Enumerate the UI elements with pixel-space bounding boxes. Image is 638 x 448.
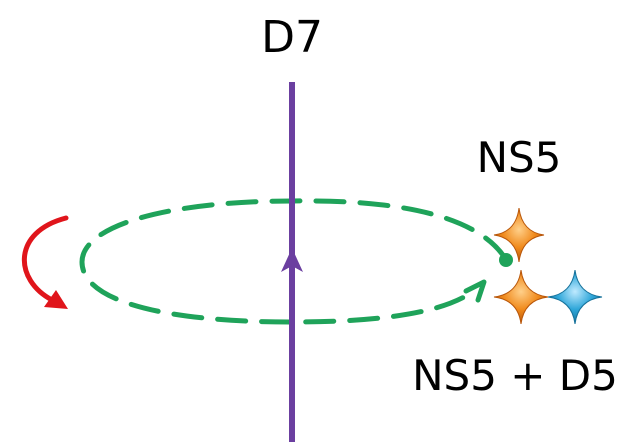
loop-path [79,198,508,325]
monodromy-arrow [21,215,69,303]
ns5-d5-label: NS5 + D5 [412,351,618,400]
d7-label: D7 [261,12,323,63]
loop-arrowhead-icon [463,279,487,303]
ns5-star-icon [493,207,545,263]
ns5-label: NS5 [477,133,562,182]
ns5-star-lower-icon [493,269,549,325]
brane-arrowhead-icon [281,248,303,272]
d5-star-icon [547,269,603,325]
monodromy-arrowhead-icon [44,290,68,309]
loop-start-dot [499,253,513,267]
